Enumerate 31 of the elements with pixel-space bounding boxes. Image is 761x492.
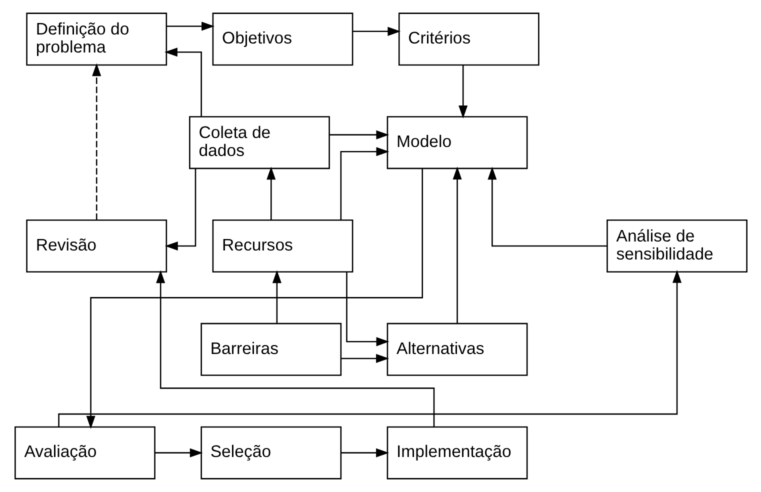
arrow — [329, 130, 389, 140]
node-box: Recursos — [212, 220, 353, 272]
arrow — [487, 166, 607, 247]
arrow — [346, 272, 389, 346]
node-box: Objetivos — [212, 12, 353, 66]
arrow — [92, 63, 101, 220]
node-box: Seleção — [200, 426, 342, 480]
node-box: Modelo — [386, 116, 528, 170]
arrow — [156, 270, 434, 427]
arrow — [340, 147, 389, 220]
arrow — [164, 168, 196, 251]
node-box: Critérios — [398, 12, 539, 66]
node-box: Barreiras — [200, 322, 342, 376]
arrow — [272, 270, 281, 324]
node-box: Coleta de dados — [188, 116, 330, 170]
node-box: Alternativas — [386, 322, 528, 376]
arrow — [166, 22, 214, 31]
arrow — [154, 448, 202, 458]
arrow — [164, 48, 202, 116]
arrow — [340, 354, 388, 363]
arrow — [452, 166, 462, 324]
node-box: Análise de sensibilidade — [606, 220, 747, 272]
node-box: Definição do problema — [26, 12, 167, 66]
arrow — [266, 166, 276, 220]
arrow — [458, 65, 468, 118]
arrow — [340, 448, 388, 458]
node-box: Implementação — [386, 426, 528, 480]
arrow — [86, 168, 423, 429]
arrow — [352, 26, 400, 36]
node-box: Avaliação — [14, 426, 155, 480]
node-box: Revisão — [26, 220, 167, 272]
